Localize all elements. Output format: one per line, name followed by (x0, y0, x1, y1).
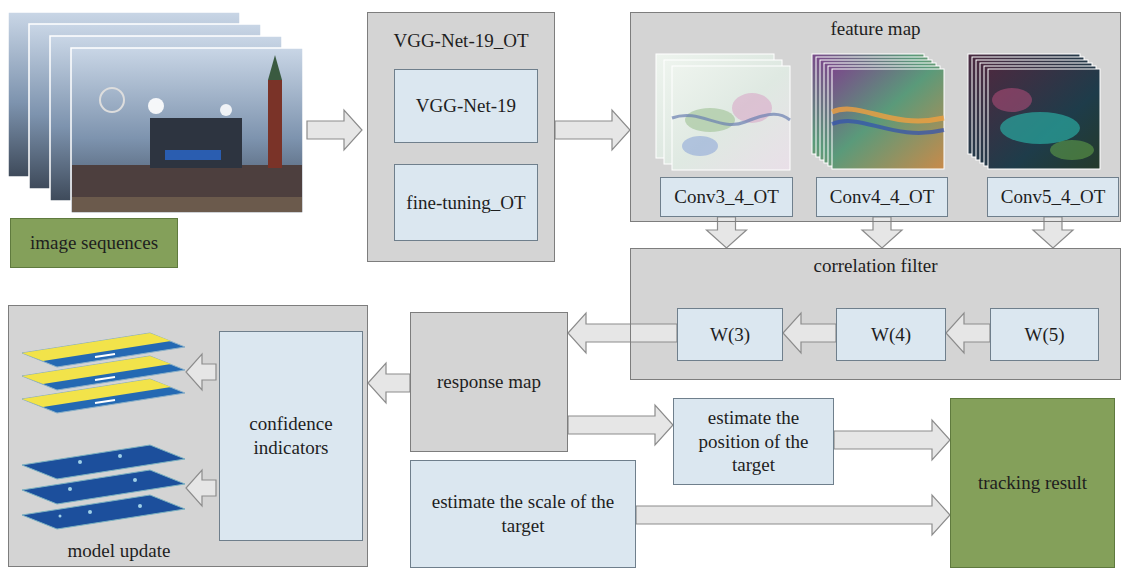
feature-layer (832, 69, 944, 169)
hollow-arrow (783, 313, 836, 353)
light (148, 98, 164, 114)
panel-fills (8, 12, 1121, 567)
node-text: estimate the position of the target (682, 406, 825, 477)
filter-box: W(3) (677, 308, 783, 361)
hollow-arrow (368, 363, 410, 403)
map-plane (22, 495, 185, 529)
hollow-arrow (834, 420, 950, 460)
map-speck (59, 515, 62, 518)
process-box: estimate the scale of the target (410, 460, 636, 568)
panel-fill (630, 12, 1121, 222)
filter-box: W(5) (990, 308, 1099, 361)
blob (992, 88, 1032, 112)
response-maps-blue (22, 445, 185, 529)
filter-box: W(4) (836, 308, 946, 361)
feature-layer (672, 66, 790, 170)
node-text: response map (437, 370, 541, 394)
node-text: model update (9, 539, 229, 563)
stage (150, 118, 242, 168)
photo (71, 48, 303, 213)
tower (268, 80, 282, 168)
update-panel: model update confidence indicators (8, 305, 368, 567)
map-speck (88, 510, 92, 514)
node-text: confidence indicators (228, 412, 354, 460)
map-mark (95, 377, 115, 380)
label-box: image sequences (10, 218, 178, 268)
feature-map-conv4 (812, 54, 944, 169)
blob (1050, 140, 1094, 160)
hollow-arrow (555, 110, 630, 150)
feature-layer (988, 69, 1100, 169)
map-speck (78, 460, 82, 464)
node-text: fine-tuning_OT (406, 191, 525, 215)
filter-panel: correlation filterW(3) W(4) W(5) (630, 248, 1121, 380)
hollow-arrow (568, 405, 673, 445)
process-box: VGG-Net-19 (394, 69, 538, 143)
node-text: Conv4_4_OT (830, 185, 935, 209)
layer-box: Conv5_4_OT (987, 177, 1119, 217)
feature-map-conv5 (968, 54, 1100, 169)
map-speck (118, 454, 122, 458)
node-text: image sequences (30, 231, 158, 255)
blob-edge (672, 114, 790, 124)
node-text: Conv5_4_OT (1001, 185, 1106, 209)
blob (1000, 112, 1080, 144)
process-box: fine-tuning_OT (394, 164, 538, 241)
node-text: estimate the scale of the target (419, 490, 627, 538)
panel-fill (367, 12, 555, 262)
hollow-arrow (568, 313, 677, 353)
photo-stack (8, 12, 303, 213)
node-text: W(5) (1024, 323, 1064, 347)
map-speck (133, 478, 137, 482)
result-box: tracking result (950, 398, 1115, 568)
node-text: Conv3_4_OT (674, 185, 779, 209)
map-mark (95, 354, 115, 357)
layer-box: Conv4_4_OT (816, 177, 948, 217)
layer-box: Conv3_4_OT (660, 177, 793, 217)
process-box: confidence indicators (219, 331, 363, 541)
node-text: W(4) (871, 323, 911, 347)
process-box: estimate the position of the target (673, 398, 834, 485)
tower-spire (268, 55, 282, 80)
map-region (22, 379, 171, 407)
hollow-arrow (186, 354, 216, 390)
banner (165, 150, 221, 160)
node-text: W(3) (710, 323, 750, 347)
ground (72, 197, 302, 212)
map-speck (68, 487, 72, 491)
map-plane (22, 379, 185, 413)
feature-band (832, 109, 944, 121)
hollow-arrow (636, 495, 950, 535)
map-speck (138, 504, 142, 508)
node-text: tracking result (978, 471, 1087, 495)
node-text: VGG-Net-19_OT (368, 29, 554, 53)
hollow-arrow (186, 470, 216, 506)
blob (682, 136, 718, 156)
light (220, 104, 232, 116)
response-box: response map (410, 312, 568, 452)
node-text: feature map (631, 17, 1120, 41)
feature-band (832, 121, 944, 133)
map-mark (95, 400, 115, 403)
crowd (72, 165, 302, 212)
hollow-arrow (946, 313, 990, 353)
panel-fill (8, 305, 368, 567)
hollow-arrow (307, 110, 362, 150)
node-text: correlation filter (631, 254, 1120, 278)
feature-map-conv3 (656, 54, 790, 170)
feature-panel: feature mapConv3_4_OT Conv4_4_OT Conv5_4_O… (630, 12, 1121, 222)
rider (100, 88, 124, 112)
panel-fill (630, 248, 1121, 380)
response-maps-yellow (22, 333, 185, 413)
network-panel: VGG-Net-19_OT VGG-Net-19 fine-tuning_OT (367, 12, 555, 262)
node-text: VGG-Net-19 (416, 94, 516, 118)
